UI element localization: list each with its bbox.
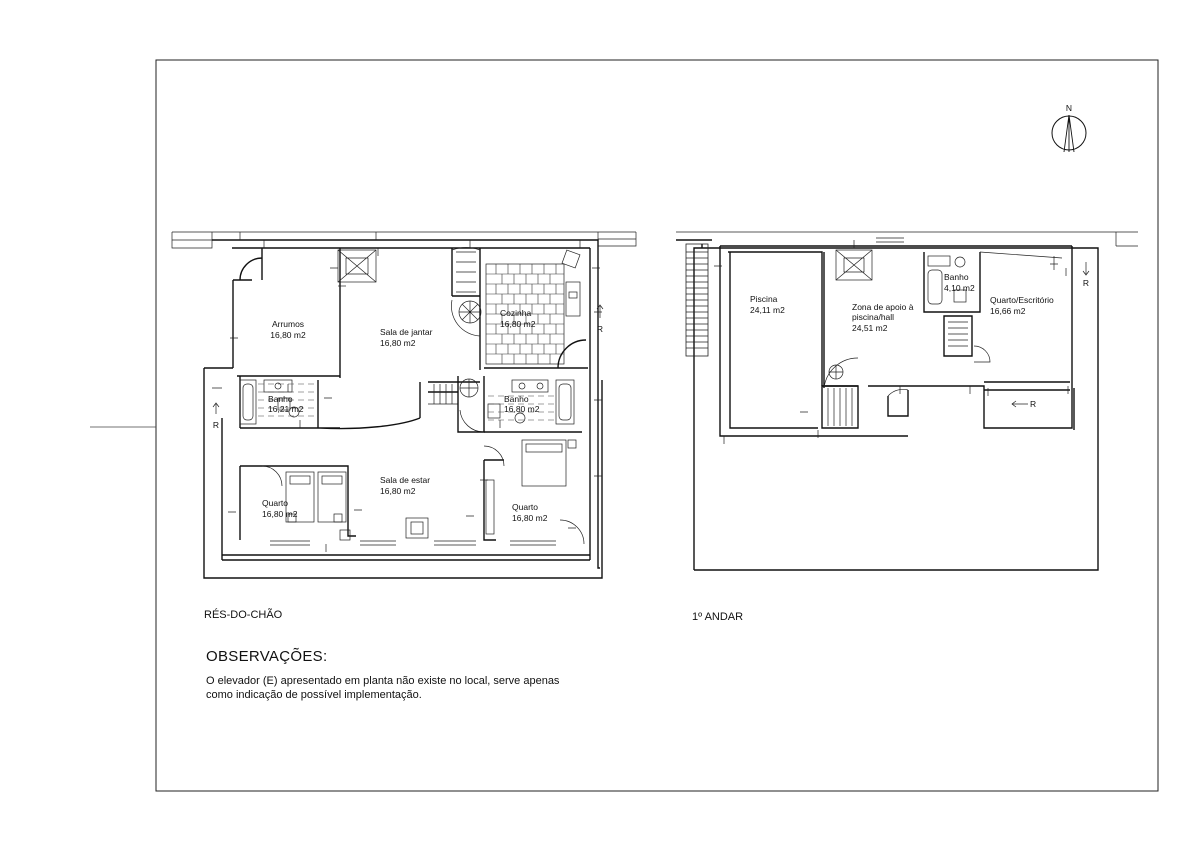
room-area: 16,80 m2 bbox=[380, 338, 416, 348]
room-area: 16,80 m2 bbox=[504, 404, 540, 414]
ramp-marker: R bbox=[1030, 399, 1036, 409]
room-area: 16,21 m2 bbox=[268, 404, 304, 414]
room-name-2: piscina/hall bbox=[852, 312, 894, 322]
room-area: 16,80 m2 bbox=[500, 319, 536, 329]
first-floor-plan: R R Piscina 24,11 m2 Zona de apoio à pis… bbox=[676, 231, 1138, 571]
observations-title: OBSERVAÇÕES: bbox=[206, 648, 328, 665]
compass-label: N bbox=[1066, 103, 1072, 113]
ramp-marker: R bbox=[213, 420, 219, 430]
room-name: Banho bbox=[504, 394, 529, 404]
room-name: Quarto/Escritório bbox=[990, 295, 1054, 305]
kitchen-tiles bbox=[485, 263, 565, 365]
ground-floor-caption: RÉS-DO-CHÃO bbox=[204, 609, 283, 621]
ramp-marker: R bbox=[1083, 278, 1089, 288]
room-area: 16,66 m2 bbox=[990, 306, 1026, 316]
room-area: 24,11 m2 bbox=[750, 305, 785, 315]
room-area: 16,80 m2 bbox=[380, 486, 416, 496]
room-area: 16,80 m2 bbox=[270, 330, 306, 340]
observations-text: O elevador (E) apresentado em planta não… bbox=[206, 675, 560, 701]
room-area: 16,80 m2 bbox=[512, 513, 548, 523]
room-name: Banho bbox=[268, 394, 293, 404]
room-area: 24,51 m2 bbox=[852, 323, 888, 333]
room-name: Quarto bbox=[512, 502, 538, 512]
room-name: Cozinha bbox=[500, 308, 531, 318]
first-floor-caption: 1º ANDAR bbox=[692, 611, 744, 623]
room-area: 4,10 m2 bbox=[944, 283, 975, 293]
north-arrow-icon: N bbox=[1051, 103, 1087, 153]
room-name: Zona de apoio à bbox=[852, 302, 914, 312]
ramp-marker: R bbox=[597, 324, 603, 334]
bath-tile-strip-2 bbox=[488, 395, 554, 421]
room-name: Quarto bbox=[262, 498, 288, 508]
ground-floor-plan: R R Arrumos 16,80 m2 Sala de jantar 16,8… bbox=[171, 231, 637, 579]
room-name: Arrumos bbox=[272, 319, 304, 329]
room-name: Sala de jantar bbox=[380, 327, 433, 337]
sheet-frame bbox=[155, 59, 1159, 792]
stair-strip bbox=[685, 243, 709, 357]
room-name: Banho bbox=[944, 272, 969, 282]
room-name: Piscina bbox=[750, 294, 778, 304]
room-area: 16,80 m2 bbox=[262, 509, 298, 519]
room-name: Sala de estar bbox=[380, 475, 430, 485]
